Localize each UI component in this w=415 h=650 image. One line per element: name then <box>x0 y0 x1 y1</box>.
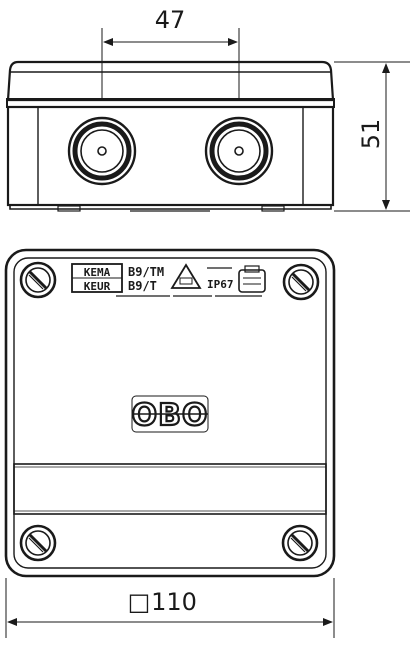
top-outer <box>4 248 336 578</box>
approval-triangle-icon <box>170 263 202 289</box>
cable-entry-left <box>67 116 137 186</box>
side-body <box>6 105 335 207</box>
markings: KEMA KEUR B9/TM B9/T IP67 <box>71 263 266 297</box>
top-view <box>4 248 336 578</box>
cert-line2: KEUR <box>84 280 111 293</box>
screw-bottom-left <box>19 524 57 562</box>
brand-logo-text: OBO <box>132 398 209 433</box>
cert-line1: KEMA <box>84 266 111 279</box>
device-pictogram-icon <box>238 265 266 293</box>
dimension-width <box>5 578 335 638</box>
brand-logo: OBO <box>130 395 209 434</box>
dimension-width-symbol: □ <box>128 588 151 616</box>
top-inner <box>13 257 327 569</box>
dimension-hole-spacing <box>101 28 240 100</box>
fine-print <box>116 267 262 297</box>
dimension-height <box>334 61 410 212</box>
dimension-width-label: 110 <box>151 588 197 616</box>
side-view <box>6 60 335 212</box>
model-line2: B9/T <box>128 279 157 293</box>
dimension-hole-spacing-label: 47 <box>155 6 186 34</box>
screw-top-right <box>282 263 320 301</box>
side-base <box>9 205 332 210</box>
cable-entry-right <box>204 116 274 186</box>
ip-rating: IP67 <box>207 278 234 291</box>
screw-bottom-right <box>281 524 319 562</box>
corner-screws <box>19 261 320 562</box>
dimension-height-label: 51 <box>357 119 385 150</box>
label-strip <box>13 463 327 515</box>
side-lid <box>6 60 335 102</box>
screw-top-left <box>19 261 57 299</box>
model-line1: B9/TM <box>128 265 164 279</box>
